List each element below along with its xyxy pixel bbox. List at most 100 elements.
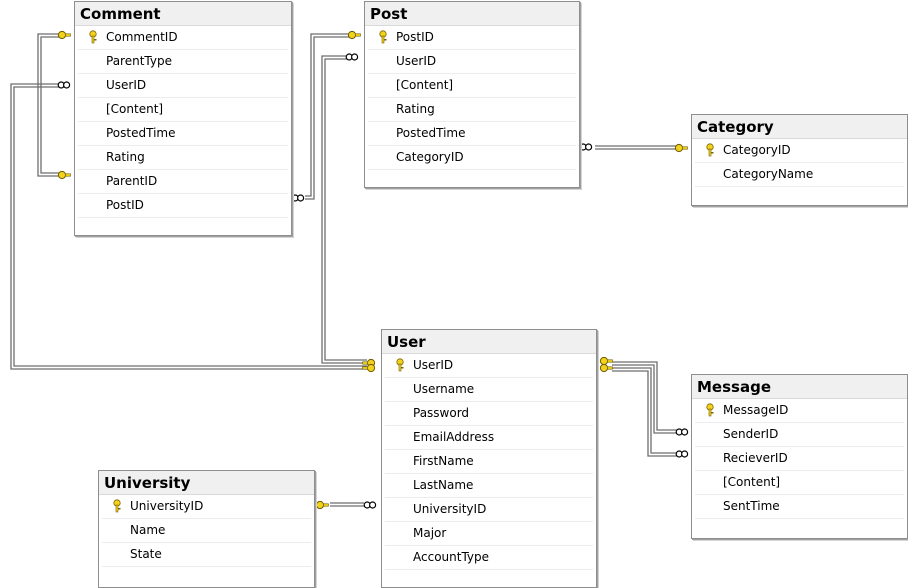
column-row[interactable]: FirstName: [385, 450, 593, 474]
column-name: LastName: [413, 478, 474, 492]
column-row[interactable]: UniversityID: [385, 498, 593, 522]
column-row[interactable]: UniversityID: [102, 495, 311, 519]
column-name: Password: [413, 406, 470, 420]
column-row[interactable]: [Content]: [695, 471, 904, 495]
column-name: SentTime: [723, 499, 780, 513]
infinity-icon: [675, 428, 689, 436]
column-name: UserID: [396, 54, 437, 68]
table-title[interactable]: User: [382, 330, 596, 354]
column-row[interactable]: CategoryName: [695, 163, 904, 187]
column-row[interactable]: Major: [385, 522, 593, 546]
column-name: PostID: [396, 30, 434, 44]
column-row[interactable]: Name: [102, 519, 311, 543]
column-row[interactable]: CategoryID: [368, 146, 576, 170]
column-row[interactable]: ParentType: [78, 50, 288, 74]
rel-message-sender-line: [612, 364, 678, 434]
rel-message-receiver-line: [612, 370, 678, 457]
table-title[interactable]: University: [99, 471, 314, 495]
rel-post-user-line: [321, 55, 367, 364]
column-row[interactable]: SenderID: [695, 423, 904, 447]
key-icon: [599, 363, 613, 373]
column-row[interactable]: LastName: [385, 474, 593, 498]
infinity-icon: [675, 450, 689, 458]
key-icon: [599, 356, 613, 366]
column-row[interactable]: MessageID: [695, 399, 904, 423]
column-name: FirstName: [413, 454, 474, 468]
column-name: [Content]: [106, 102, 164, 116]
key-icon: [396, 358, 404, 372]
column-row[interactable]: PostedTime: [368, 122, 576, 146]
infinity-icon: [345, 53, 359, 61]
column-row[interactable]: CategoryID: [695, 139, 904, 163]
column-name: RecieverID: [723, 451, 788, 465]
rel-post-user-line: [324, 58, 367, 361]
column-row[interactable]: Rating: [368, 98, 576, 122]
column-row[interactable]: ParentID: [78, 170, 288, 194]
column-name: Rating: [396, 102, 435, 116]
column-row[interactable]: [Content]: [78, 98, 288, 122]
rel-comment-user-line: [10, 83, 367, 370]
column-name: AccountType: [413, 550, 490, 564]
column-row[interactable]: UserID: [368, 50, 576, 74]
table-title[interactable]: Post: [365, 2, 579, 26]
rel-message-receiver-line: [612, 367, 678, 454]
column-row[interactable]: UserID: [385, 354, 593, 378]
column-name: Major: [413, 526, 447, 540]
rel-comment-parent-line: [37, 33, 65, 177]
column-row[interactable]: [Content]: [368, 74, 576, 98]
column-name: EmailAddress: [413, 430, 495, 444]
key-icon: [315, 500, 329, 510]
key-icon: [706, 143, 714, 157]
column-name: State: [130, 547, 162, 561]
column-name: MessageID: [723, 403, 789, 417]
column-name: CategoryID: [396, 150, 464, 164]
table-title[interactable]: Comment: [75, 2, 291, 26]
column-name: ParentType: [106, 54, 172, 68]
column-row[interactable]: CommentID: [78, 26, 288, 50]
column-row[interactable]: Rating: [78, 146, 288, 170]
column-row[interactable]: State: [102, 543, 311, 567]
rel-message-sender-line: [612, 361, 678, 431]
column-row[interactable]: AccountType: [385, 546, 593, 570]
column-name: PostID: [106, 198, 144, 212]
column-row[interactable]: PostedTime: [78, 122, 288, 146]
key-icon: [89, 30, 97, 44]
key-icon: [674, 143, 688, 153]
column-name: [Content]: [396, 78, 454, 92]
column-name: PostedTime: [396, 126, 466, 140]
column-name: [Content]: [723, 475, 781, 489]
column-name: UserID: [413, 358, 454, 372]
column-row[interactable]: EmailAddress: [385, 426, 593, 450]
column-name: CommentID: [106, 30, 178, 44]
table-title[interactable]: Message: [692, 375, 907, 399]
column-name: UniversityID: [130, 499, 204, 513]
key-icon: [379, 30, 387, 44]
column-name: PostedTime: [106, 126, 176, 140]
column-name: ParentID: [106, 174, 158, 188]
column-row[interactable]: PostID: [368, 26, 576, 50]
table-title[interactable]: Category: [692, 115, 907, 139]
column-row[interactable]: UserID: [78, 74, 288, 98]
column-row[interactable]: PostID: [78, 194, 288, 218]
key-icon: [113, 499, 121, 513]
key-icon: [57, 170, 71, 180]
column-row[interactable]: Password: [385, 402, 593, 426]
infinity-icon: [291, 194, 305, 202]
column-list: MessageID SenderID RecieverID [Content] Sent…: [695, 399, 904, 519]
column-row[interactable]: Username: [385, 378, 593, 402]
column-row[interactable]: RecieverID: [695, 447, 904, 471]
column-row[interactable]: SentTime: [695, 495, 904, 519]
table-message[interactable]: Message MessageID SenderID RecieverID [Cont…: [691, 374, 908, 539]
infinity-icon: [57, 81, 71, 89]
key-icon: [57, 30, 71, 40]
